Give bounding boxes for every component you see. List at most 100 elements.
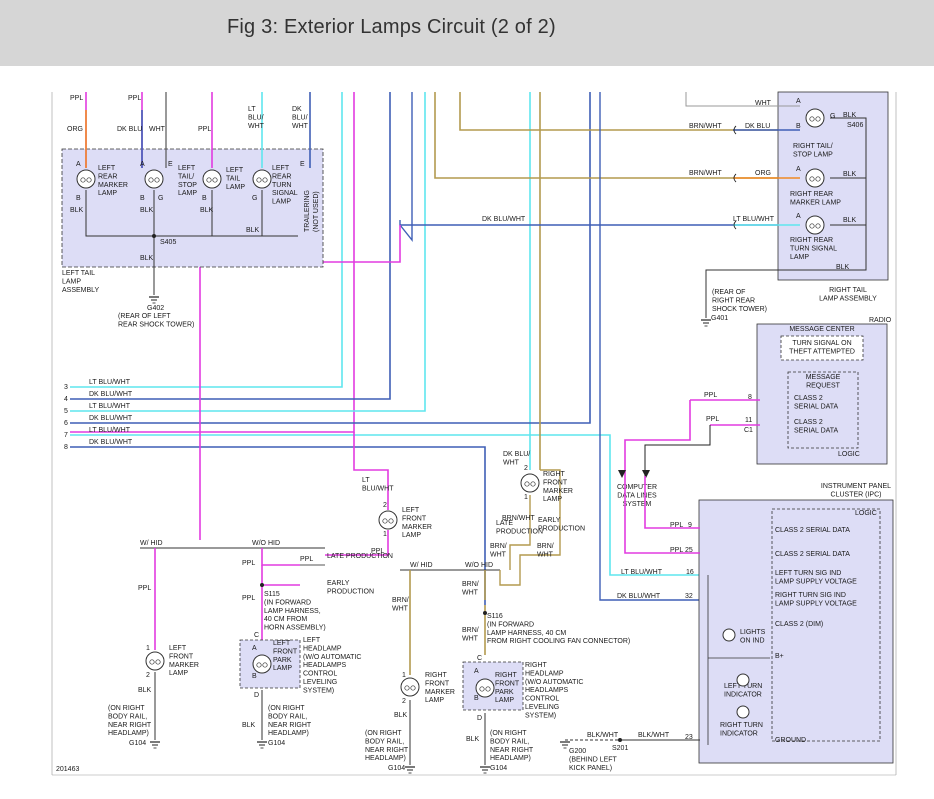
module-title: CLUSTER (IPC) [831, 491, 882, 498]
dk-blu-wht-wire [399, 220, 790, 226]
left-front-marker-lamp-icon [378, 510, 398, 530]
wire-label: EARLY [327, 580, 350, 587]
module-text: LAMP SUPPLY VOLTAGE [775, 600, 857, 607]
lamp-label: LEFT [273, 640, 291, 647]
wire-label: WHT [292, 123, 309, 130]
wire-label: BRN/ [462, 581, 479, 588]
lamp-label: LAMP [169, 670, 188, 677]
pin: 2 [402, 698, 406, 705]
wire-label: ORG [67, 126, 83, 133]
module-text: SERIAL DATA [794, 403, 839, 410]
lamp-label: STOP [178, 182, 197, 189]
module-text: CLASS 2 [794, 419, 823, 426]
module-text: INDICATOR [724, 691, 762, 698]
splice-label: FROM RIGHT COOLING FAN CONNECTOR) [487, 638, 630, 645]
lamp-label: SYSTEM) [303, 687, 334, 694]
left-turn-indicator-icon [736, 673, 750, 687]
left-tail-stop-lamp-icon [144, 169, 164, 189]
ground-label: HEADLAMP) [268, 730, 309, 737]
right-front-marker-lamp-icon-filament [530, 481, 536, 487]
pin: D [254, 692, 259, 699]
connector [733, 125, 737, 135]
ground-label: G401 [711, 315, 728, 322]
lamp-label: HEADLAMPS [525, 687, 569, 694]
splice-label: S406 [847, 122, 863, 129]
lamp-label: LAMP [790, 254, 809, 261]
lamp-label: PARK [495, 689, 514, 696]
module-text: GROUND [775, 737, 806, 744]
pin: C [254, 632, 259, 639]
wire-label: BRN/WHT [689, 170, 722, 177]
connector-number: 5 [64, 408, 68, 415]
blk-wire [85, 190, 298, 237]
data-line [644, 425, 711, 476]
data-arrow-icon [642, 470, 650, 478]
left-front-marker-lamp-icon-filament [155, 659, 161, 665]
connector-number: 6 [64, 420, 68, 427]
lamp-label: MARKER [425, 689, 455, 696]
right-front-park-lamp-icon-filament [485, 686, 491, 692]
lamp-label: LAMP [425, 697, 444, 704]
ground-label: SHOCK TOWER) [712, 306, 767, 313]
wire-label: BLK [140, 255, 154, 262]
lamp-label: CONTROL [525, 696, 559, 703]
lamp-label: TRAILERING [304, 190, 311, 232]
pin: B [796, 123, 801, 130]
lamp-label: LAMP [98, 190, 117, 197]
lamp-label: MARKER [169, 662, 199, 669]
ground-label: G200 [569, 748, 586, 755]
wire-label: PPL [706, 416, 719, 423]
wire-label: BLK/WHT [587, 732, 619, 739]
module-text: REQUEST [806, 382, 841, 389]
lamp-label: TURN SIGNAL [790, 245, 837, 252]
module-text: LAMP SUPPLY VOLTAGE [775, 578, 857, 585]
module-text: RIGHT TURN SIG IND [775, 592, 846, 599]
s116-dot [483, 611, 487, 615]
connector [733, 173, 737, 183]
wire-label: LT BLU/WHT [89, 427, 131, 434]
ground-label: BODY RAIL, [108, 713, 147, 720]
ground-label: G104 [268, 740, 285, 747]
pin: G [252, 195, 257, 202]
wire-label: W/O HID [252, 540, 280, 547]
wire-label: BLK [70, 207, 84, 214]
ppl-wire [644, 476, 700, 529]
lamp-label: LAMP [273, 665, 292, 672]
pin: 1 [524, 494, 528, 501]
wire-label: BLK [246, 227, 260, 234]
wire-label: DK BLU/WHT [89, 439, 133, 446]
wire-label: PPL [670, 547, 683, 554]
wire-label: LT BLU/WHT [621, 569, 663, 576]
pin: C1 [744, 427, 753, 434]
wire-label: PPL [371, 548, 384, 555]
ground-label: (ON RIGHT [365, 730, 402, 737]
right-front-marker-lamp-icon [400, 677, 420, 697]
dk-blu-wire [70, 446, 486, 605]
ground-label: REAR SHOCK TOWER) [118, 321, 194, 328]
wire-label: BRN/ [490, 543, 507, 550]
left-front-park-lamp-icon-filament [262, 662, 268, 668]
wire-label: DK BLU/ [503, 451, 530, 458]
ground-label: NEAR RIGHT [490, 747, 534, 754]
wire-label: WHT [149, 126, 166, 133]
connector-number: 7 [64, 432, 68, 439]
ppl-wire [624, 476, 700, 554]
lamp-label: REAR [98, 173, 117, 180]
s405-dot [152, 234, 156, 238]
ground-label: HEADLAMP) [108, 730, 149, 737]
ground-label: (REAR OF [712, 289, 745, 296]
module-text: CLASS 2 SERIAL DATA [775, 551, 850, 558]
splice-label: S405 [160, 239, 176, 246]
lt-blu-wire [70, 92, 343, 388]
splice-label: 40 CM FROM [264, 616, 307, 623]
lamp-label: LEVELING [303, 679, 337, 686]
wire-label: BRN/ [392, 597, 409, 604]
module-text: LEFT TURN [724, 683, 762, 690]
pin: G [830, 113, 835, 120]
wire-label: W/ HID [410, 562, 433, 569]
lamp-label: HEADLAMPS [303, 662, 347, 669]
pin: E [168, 161, 173, 168]
wire-label: BRN/WHT [689, 123, 722, 130]
wire-label: W/O HID [465, 562, 493, 569]
wire-label: BLK [843, 112, 857, 119]
